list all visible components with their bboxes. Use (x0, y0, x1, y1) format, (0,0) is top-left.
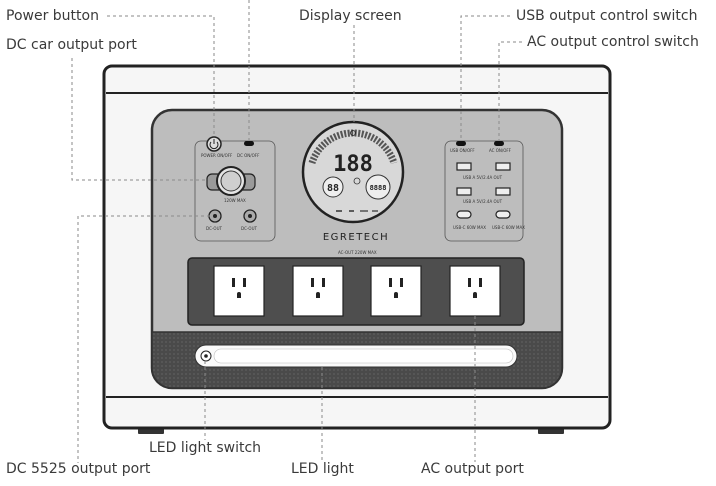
callout-dc-5525-output-port: DC 5525 output port (6, 461, 151, 477)
dc-switch-label: DC ON/OFF (237, 153, 260, 158)
ac-outlet-3[interactable] (370, 265, 422, 317)
leader-dc-car-output (71, 58, 205, 181)
callout-led-light: LED light (291, 461, 354, 477)
display-right-digits: 8888 (370, 184, 387, 192)
leader-dc-5525 (77, 215, 210, 463)
usb-a-port-4[interactable] (495, 187, 511, 196)
callout-led-light-switch: LED light switch (149, 440, 262, 456)
dc-port-label-2: DC-OUT (241, 226, 258, 231)
usb-c-port-2[interactable] (495, 210, 511, 219)
dc-toggle-switch[interactable] (244, 141, 254, 146)
dc-control-group (194, 140, 276, 242)
dc-max-label: 120W MAX (224, 198, 246, 203)
usb-a-port-3[interactable] (456, 187, 472, 196)
ac-outlet-strip (187, 257, 525, 326)
display-screen: 188 88 8888 (301, 120, 405, 224)
usb-ac-control-group (444, 140, 524, 242)
usb-switch-label: USB ON/OFF (450, 148, 475, 153)
dc-car-output-port[interactable] (206, 166, 256, 196)
usb-c-port-1[interactable] (456, 210, 472, 219)
usb-c-label-1: USB-C 60W MAX (453, 225, 486, 230)
leader-ac-switch (498, 41, 522, 140)
leader-usb-switch (460, 15, 510, 140)
ac-switch-label: AC ON/OFF (489, 148, 512, 153)
display-left-digits: 88 (327, 183, 339, 194)
callout-ac-output-control-switch: AC output control switch (527, 34, 699, 50)
callout-power-button: Power button (6, 8, 99, 24)
callout-ac-output-port: AC output port (421, 461, 524, 477)
brand-logo: EGRETECH (323, 232, 389, 243)
dc-5525-port-2[interactable] (243, 209, 257, 223)
ac-outlet-4[interactable] (449, 265, 501, 317)
ac-outlet-2[interactable] (292, 265, 344, 317)
usb-a-label-2: USB A 5V/2.4A OUT (463, 199, 503, 204)
usb-a-label-1: USB A 5V/2.4A OUT (463, 175, 503, 180)
power-label: POWER ON/OFF (201, 153, 233, 158)
dc-5525-port-1[interactable] (208, 209, 222, 223)
callout-dc-car-output-port: DC car output port (6, 37, 137, 53)
ac-toggle-switch[interactable] (494, 141, 504, 146)
callout-usb-output-control-switch: USB output control switch (516, 8, 698, 24)
usb-a-port-1[interactable] (456, 162, 472, 171)
leader-lines (71, 0, 522, 463)
led-light-inner (213, 348, 514, 364)
power-button[interactable] (206, 136, 222, 152)
dc-port-label-1: DC-OUT (206, 226, 223, 231)
usb-c-label-2: USB-C 60W MAX (492, 225, 525, 230)
ac-outlet-1[interactable] (213, 265, 265, 317)
led-light-switch[interactable] (200, 350, 212, 362)
ac-out-label: AC-OUT 220W MAX (338, 250, 377, 255)
usb-a-port-2[interactable] (495, 162, 511, 171)
callout-display-screen: Display screen (299, 8, 402, 24)
usb-toggle-switch[interactable] (456, 141, 466, 146)
display-main-digits: 188 (333, 152, 373, 177)
leader-power-button (107, 15, 215, 137)
